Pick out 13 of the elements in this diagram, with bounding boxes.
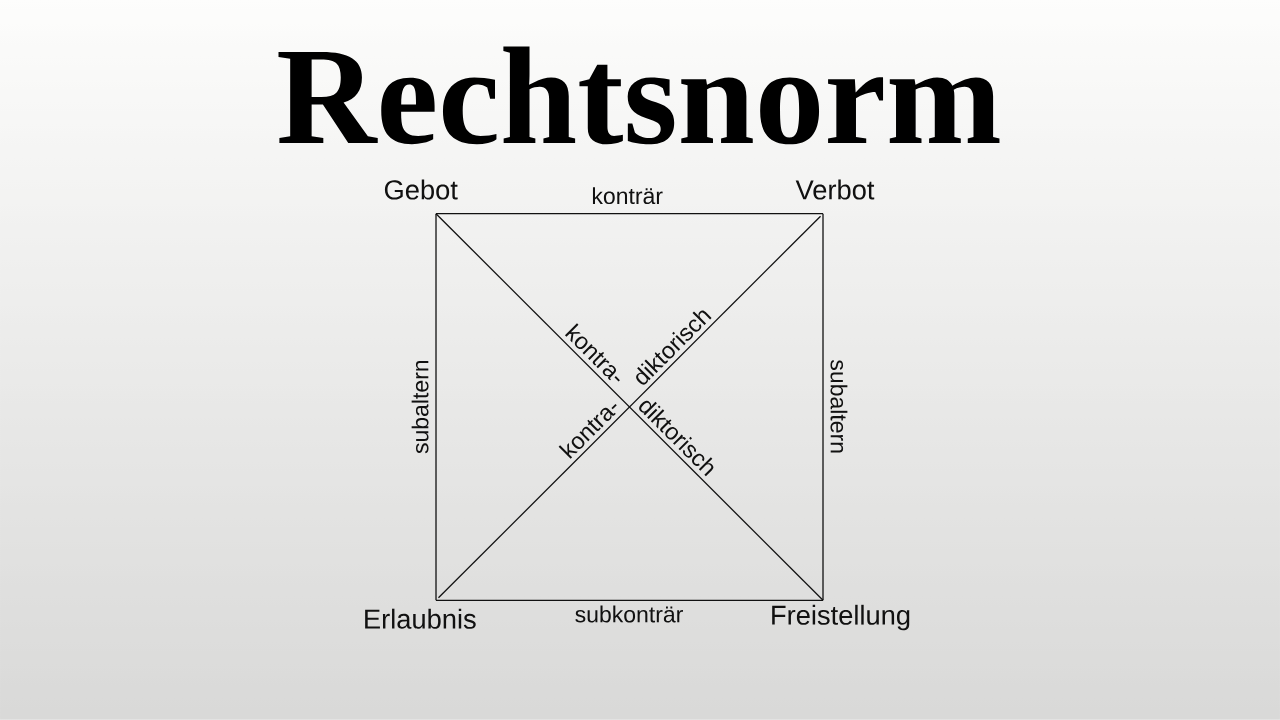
- connector-line: [435, 599, 824, 601]
- edge-label: konträr: [592, 187, 663, 205]
- edge-label: subkonträr: [575, 605, 683, 623]
- corner-label: Freistellung: [772, 604, 910, 631]
- corner-label: Gebot: [384, 179, 458, 200]
- connector-line: [435, 213, 437, 601]
- connector-line: [822, 213, 824, 601]
- connector-line: [435, 213, 824, 215]
- edge-label: subaltern: [830, 360, 848, 453]
- edge-label: subaltern: [411, 360, 429, 454]
- corner-label: Verbot: [795, 179, 875, 200]
- corner-label: Erlaubnis: [365, 608, 476, 629]
- title: Rechtsnorm: [278, 46, 1000, 145]
